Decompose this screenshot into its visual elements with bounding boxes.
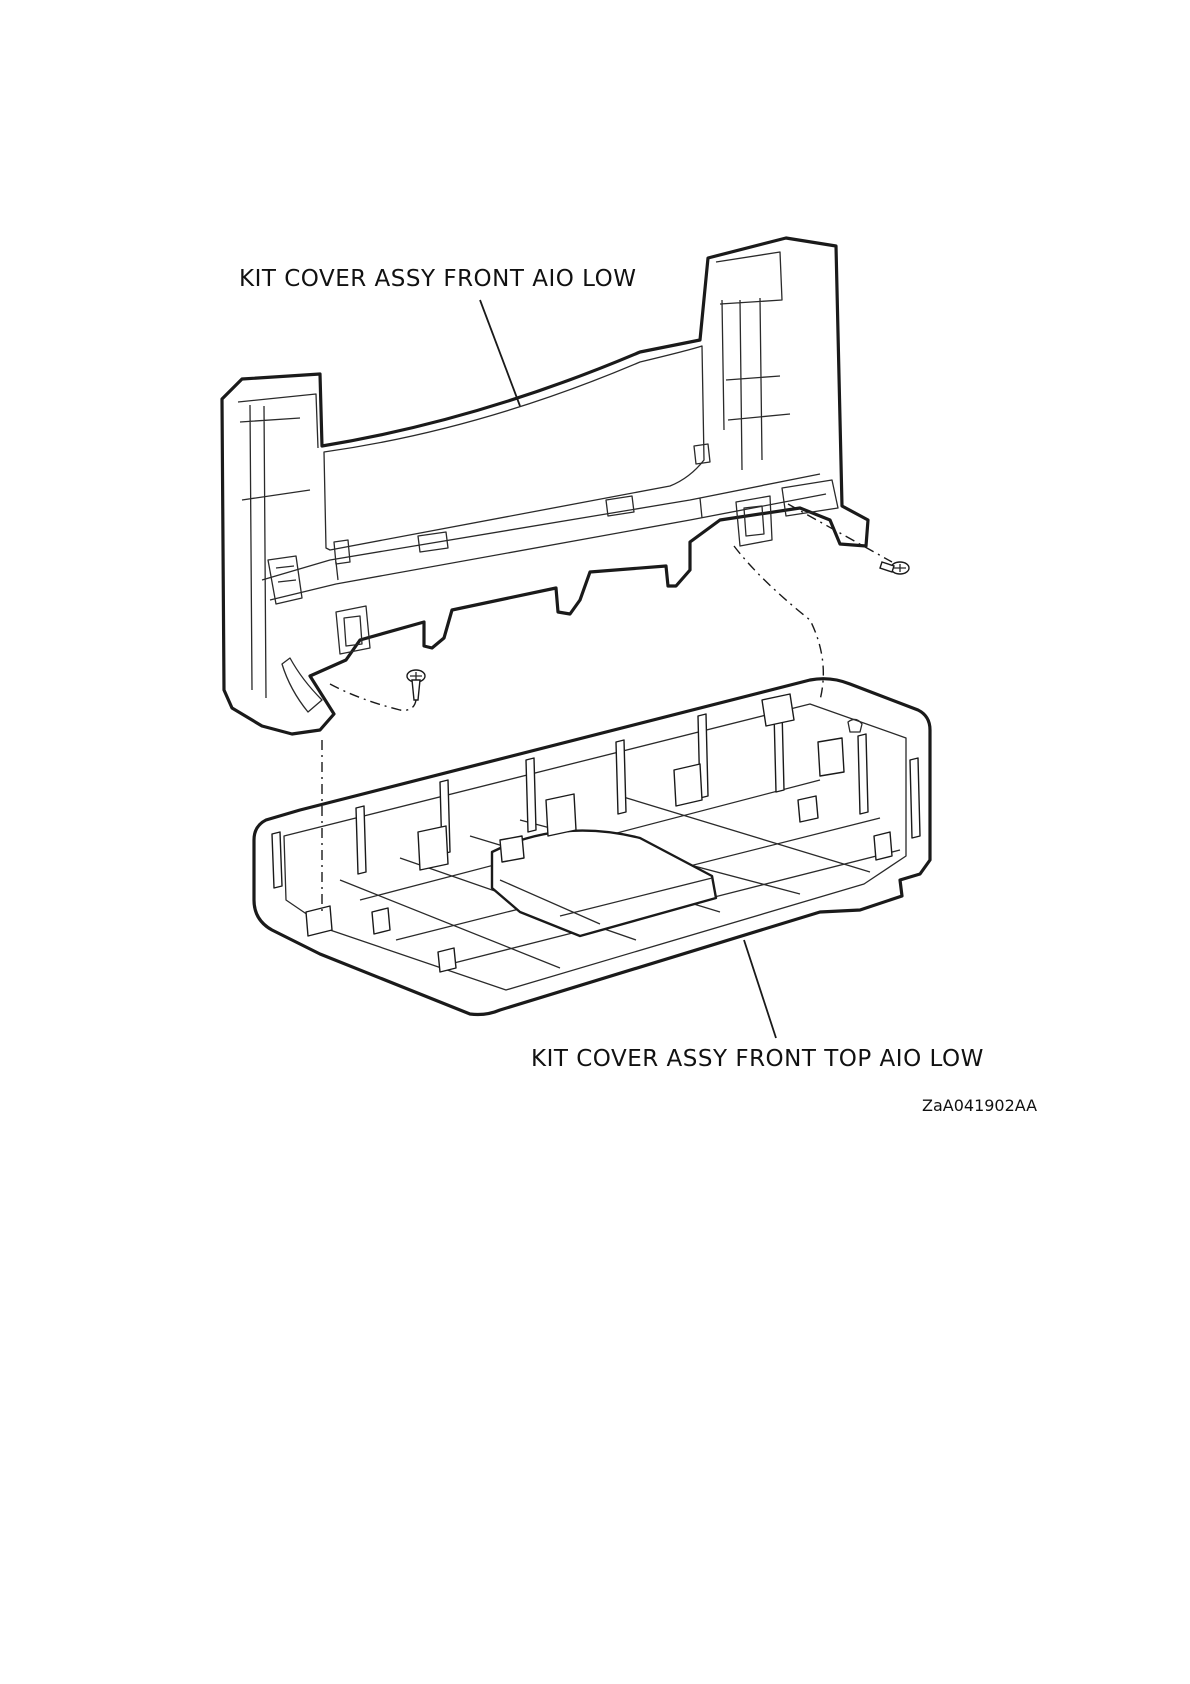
figure-id: ZaA041902AA	[922, 1096, 1037, 1115]
leader-top-part	[480, 300, 520, 406]
clip-5	[798, 796, 818, 822]
right-bracket	[736, 480, 838, 546]
wall-tab-1	[334, 540, 350, 564]
screw-icon	[880, 562, 909, 574]
leader-bottom-part	[744, 940, 776, 1038]
clip-8	[500, 836, 524, 862]
tray-center-ramp	[492, 831, 716, 936]
assembly-line-screw-left	[330, 684, 416, 710]
small-latch	[848, 719, 862, 732]
cover-rail	[262, 474, 826, 600]
right-upright-inner	[716, 252, 790, 470]
cover-back-wall	[324, 346, 704, 550]
callout-front-top-cover: KIT COVER ASSY FRONT TOP AIO LOW	[531, 1046, 984, 1072]
corner-post	[762, 694, 794, 726]
screw-icon	[407, 670, 425, 700]
clip-4	[818, 738, 844, 776]
rib-1	[272, 832, 282, 888]
rib-4	[526, 758, 536, 832]
clip-2	[546, 794, 576, 836]
assembly-line-right	[734, 546, 823, 700]
clip-3	[674, 764, 702, 806]
wall-tab-4	[694, 444, 710, 464]
rib-5	[616, 740, 626, 814]
rib-2	[356, 806, 366, 874]
callout-front-cover: KIT COVER ASSY FRONT AIO LOW	[239, 266, 637, 292]
clip-9	[874, 832, 892, 860]
rib-8	[858, 734, 868, 814]
front-top-cover-assembly	[254, 679, 930, 1015]
rail-bracket	[336, 606, 370, 654]
rib-9	[910, 758, 920, 838]
screw-boss	[306, 906, 332, 936]
clip-1	[418, 826, 448, 870]
front-cover-assembly	[222, 238, 868, 734]
clip-7	[438, 948, 456, 972]
left-upright-inner	[238, 394, 318, 698]
wall-tab-2	[418, 532, 448, 552]
clip-6	[372, 908, 390, 934]
front-cover-body	[222, 238, 868, 734]
